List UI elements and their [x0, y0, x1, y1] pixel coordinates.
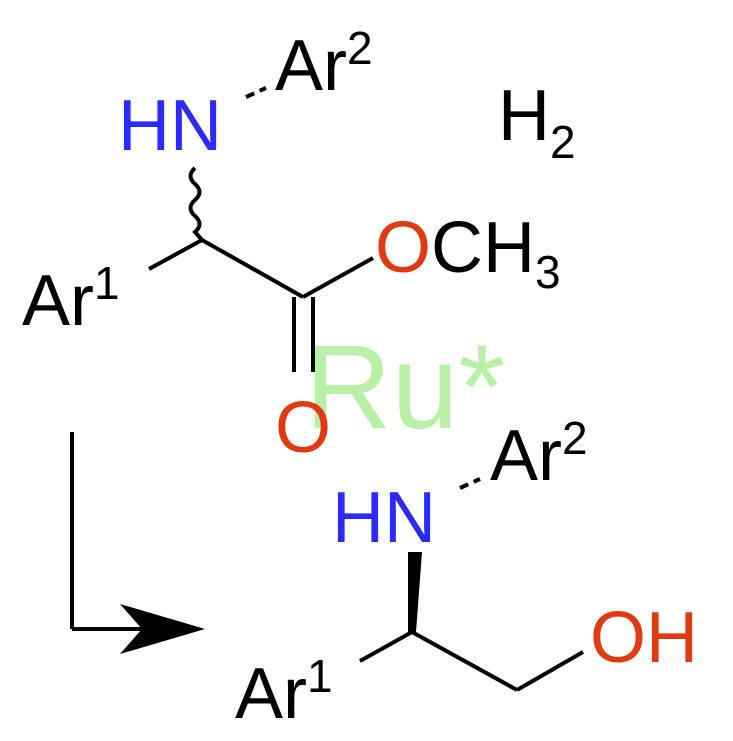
product-c-ch2-bond [411, 630, 518, 692]
product-amine-h: H [332, 478, 384, 558]
reactant-molecule: HN Ar2 Ar1 OCH3 O [22, 22, 561, 468]
reagent-h2-label: H2 [498, 76, 576, 168]
reactant-aryl1-label: Ar1 [22, 257, 120, 341]
reactant-aryl1-text: Ar [22, 261, 94, 341]
reactant-c-ar1-bond [148, 238, 203, 271]
reaction-arrow [70, 432, 205, 654]
reactant-aryl2-sup: 2 [347, 22, 373, 74]
arrowhead-icon [120, 604, 205, 654]
reactant-aryl2-label: Ar2 [275, 22, 373, 106]
product-aryl2-text: Ar [490, 416, 562, 496]
product-aryl1-label: Ar1 [235, 650, 333, 734]
product-aryl2-label: Ar2 [490, 412, 588, 496]
reactant-ester-ch: CH [431, 208, 535, 288]
product-amine-n: N [384, 478, 436, 558]
reactant-carbonyl-to-o-bond [302, 256, 374, 299]
reactant-ester-sub: 3 [535, 246, 561, 298]
reactant-amine-h: H [118, 86, 170, 166]
reactant-carbonyl-o: O [275, 388, 331, 468]
reactant-c-carbonyl-bond [201, 238, 304, 299]
reactant-n-ar2-bond [245, 86, 267, 99]
product-hydroxyl-h: H [646, 598, 698, 678]
product-molecule: HN Ar2 Ar1 OH [235, 412, 698, 734]
product-n-ar2-bond [459, 477, 481, 490]
reagent-h: H [498, 76, 550, 156]
reagent-h-sub: 2 [550, 116, 576, 168]
reactant-ester-o: O [375, 208, 431, 288]
catalyst-label: Ru* [305, 320, 505, 454]
product-hydroxyl-o: O [590, 598, 646, 678]
reactant-aryl2-text: Ar [275, 26, 347, 106]
reactant-wavy-bond [188, 166, 204, 242]
product-c-ar1-bond [359, 630, 413, 663]
product-wedge-bond [408, 552, 422, 632]
reactant-amine-label: HN [118, 86, 222, 166]
product-aryl1-sup: 1 [307, 650, 333, 702]
product-hydroxyl-label: OH [590, 598, 698, 678]
product-amine-label: HN [332, 478, 436, 558]
product-aryl2-sup: 2 [562, 412, 588, 464]
reactant-ester-label: OCH3 [375, 208, 561, 298]
product-ch2-oh-bond [516, 650, 584, 692]
reactant-amine-n: N [170, 86, 222, 166]
reactant-aryl1-sup: 1 [94, 257, 120, 309]
product-aryl1-text: Ar [235, 654, 307, 734]
